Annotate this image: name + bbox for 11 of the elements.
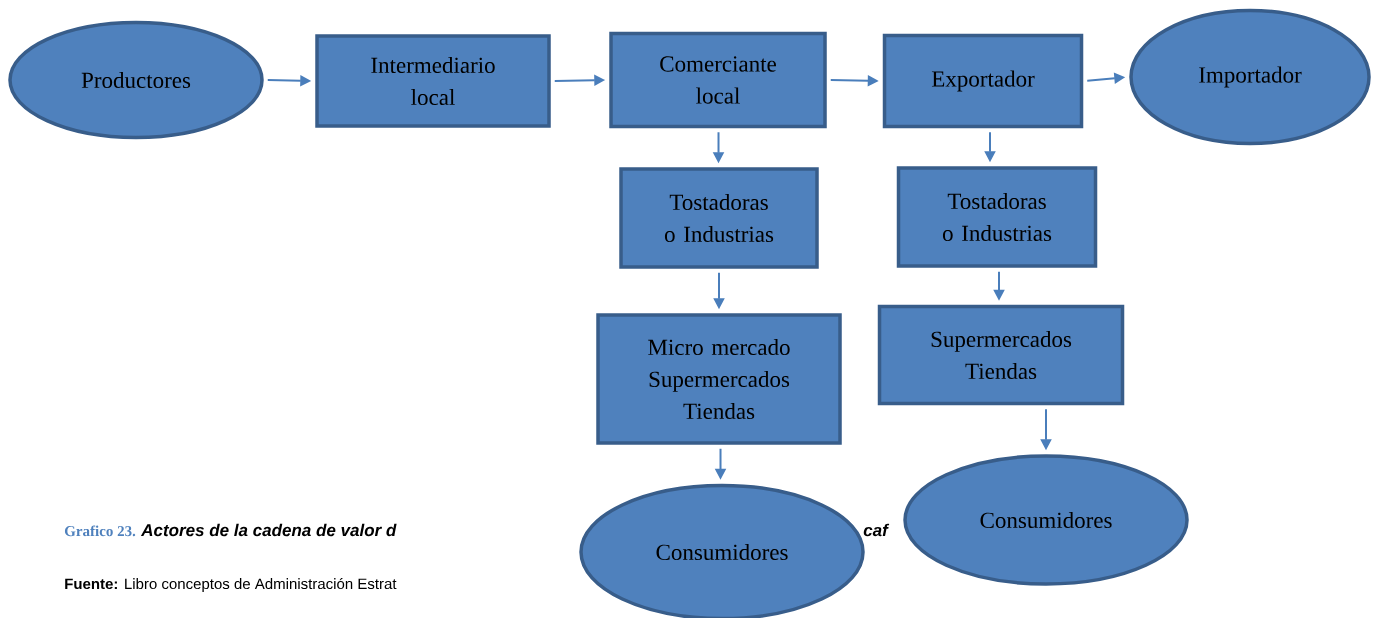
source-note: Fuente: Libro conceptos de Administración Estrat xyxy=(65,577,397,593)
caption-number: Grafico 23. xyxy=(64,525,136,537)
caption-text: Actores de la cadena de valor d xyxy=(140,523,397,537)
process-box: Intermediario local xyxy=(315,34,551,128)
process-box: Tostadoras o Industrias xyxy=(619,167,819,269)
process-box: Micro mercado Supermercados Tiendas xyxy=(596,313,842,445)
caption-text: caf xyxy=(863,523,890,537)
process-box: Comerciante local xyxy=(609,31,827,129)
process-box: Exportador xyxy=(882,33,1084,129)
process-box: Tostadoras o Industrias xyxy=(896,166,1098,268)
process-box: Supermercados Tiendas xyxy=(877,304,1125,406)
